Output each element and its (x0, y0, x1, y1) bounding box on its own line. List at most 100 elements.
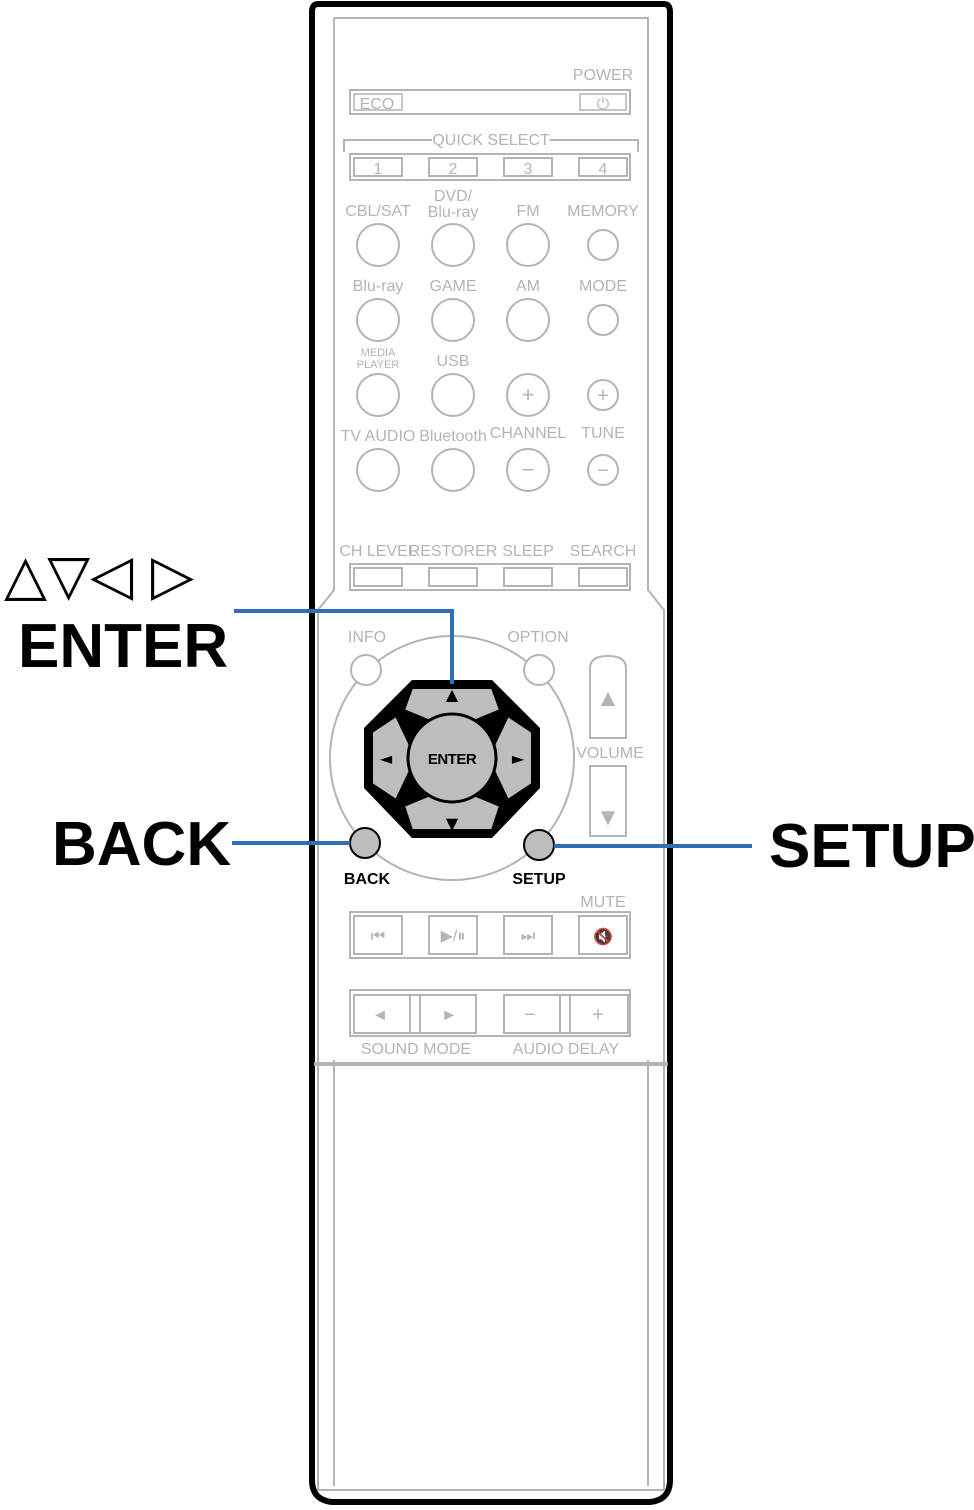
quick-select-2-button[interactable] (428, 157, 478, 177)
quick-select-label: QUICK SELECT (432, 132, 550, 149)
tv-audio-label: TV AUDIO (341, 428, 416, 445)
quick-select-buttons: 1 2 3 4 (353, 157, 628, 178)
dvd-label-line2: Blu-ray (428, 204, 479, 221)
tune-minus-icon: − (597, 460, 609, 482)
audio-delay-minus-icon: − (524, 1004, 536, 1026)
search-label: SEARCH (570, 543, 637, 560)
sleep-label: SLEEP (502, 543, 554, 560)
media-player-button[interactable] (356, 373, 400, 417)
arrow-right-icon: ► (512, 749, 525, 768)
quick-select-3-button[interactable] (503, 157, 553, 177)
audio-delay-label: AUDIO DELAY (513, 1041, 620, 1058)
remote-inner-outline (317, 17, 665, 1491)
channel-down-button[interactable] (506, 448, 550, 492)
info-button[interactable] (350, 654, 382, 686)
quick-select-4-label: 4 (599, 161, 608, 178)
dvd-label-line1: DVD/ (434, 188, 473, 205)
am-button[interactable] (506, 298, 550, 342)
play-pause-icon: ▶/⏸ (441, 928, 466, 945)
setup-button[interactable] (523, 829, 555, 861)
bluetooth-button[interactable] (431, 448, 475, 492)
mode-label: MODE (579, 278, 627, 295)
restorer-button[interactable] (428, 567, 478, 587)
sound-mode-left-icon: ◄ (372, 1007, 388, 1024)
cbl-sat-label: CBL/SAT (345, 203, 411, 220)
audio-delay-plus-icon: + (592, 1004, 604, 1026)
dvd-bluray-button[interactable] (431, 223, 475, 267)
next-button[interactable] (503, 915, 553, 955)
mute-button[interactable] (578, 915, 628, 955)
mute-label: MUTE (580, 894, 625, 911)
back-label: BACK (344, 871, 391, 888)
media-player-label-line2: PLAYER (357, 359, 400, 371)
fm-label: FM (516, 203, 539, 220)
quick-select-3-label: 3 (524, 161, 533, 178)
mute-icon: 🔇 (593, 927, 613, 946)
option-button[interactable] (523, 654, 555, 686)
callout-enter: ENTER (18, 612, 228, 681)
info-label: INFO (348, 629, 386, 646)
dpad-left-button[interactable] (371, 714, 418, 802)
channel-up-button[interactable] (506, 373, 550, 417)
dpad-right-button[interactable] (486, 714, 533, 802)
channel-plus-icon: + (522, 382, 535, 407)
audio-delay-divider (559, 994, 571, 1034)
game-label: GAME (429, 278, 476, 295)
mode-button[interactable] (587, 304, 619, 336)
arrow-left-icon: ◄ (380, 749, 393, 768)
volume-down-icon: ▼ (596, 804, 620, 831)
back-button[interactable] (349, 827, 381, 859)
channel-minus-icon: − (522, 457, 535, 482)
eco-label: ECO (360, 96, 395, 113)
tune-down-button[interactable] (587, 454, 619, 486)
callout-back: BACK (52, 810, 231, 879)
arrow-up-icon: ▲ (446, 685, 459, 704)
sound-mode-divider (409, 994, 421, 1034)
memory-button[interactable] (587, 229, 619, 261)
bluetooth-label: Bluetooth (419, 428, 487, 445)
bluray-button[interactable] (356, 298, 400, 342)
enter-leader-line (234, 609, 454, 684)
search-button[interactable] (578, 567, 628, 587)
quick-select-1-button[interactable] (353, 157, 403, 177)
memory-label: MEMORY (567, 203, 639, 220)
next-icon: ⏭ (521, 928, 535, 945)
callout-arrows: △▽◁ ▷ (4, 543, 194, 608)
quick-select-2-label: 2 (449, 161, 458, 178)
tv-audio-button[interactable] (356, 448, 400, 492)
tune-up-button[interactable] (587, 379, 619, 411)
quick-select-1-label: 1 (374, 161, 383, 178)
ch-level-label: CH LEVEL (339, 543, 416, 560)
tune-plus-icon: + (597, 385, 609, 407)
fm-button[interactable] (506, 223, 550, 267)
volume-down-button[interactable] (589, 765, 627, 837)
quick-select-frame (343, 139, 639, 152)
sound-mode-label: SOUND MODE (361, 1041, 471, 1058)
power-button[interactable] (579, 93, 627, 111)
play-pause-button[interactable] (428, 915, 478, 955)
callout-setup: SETUP (769, 812, 974, 881)
eco-button-inner (353, 93, 403, 111)
volume-up-icon: ▲ (596, 685, 620, 712)
enter-button[interactable] (406, 712, 498, 804)
usb-label: USB (437, 353, 470, 370)
setup-label: SETUP (512, 871, 566, 888)
media-player-label-line1: MEDIA (361, 347, 397, 359)
power-icon: ⏻ (597, 96, 610, 113)
option-label: OPTION (507, 629, 568, 646)
sound-mode-right-icon: ► (441, 1007, 457, 1024)
ch-level-button[interactable] (353, 567, 403, 587)
sleep-button[interactable] (503, 567, 553, 587)
tune-label: TUNE (581, 425, 625, 442)
game-button[interactable] (431, 298, 475, 342)
volume-up-button[interactable] (589, 654, 627, 739)
previous-icon: ⏮ (371, 928, 385, 945)
quick-select-4-button[interactable] (578, 157, 628, 177)
cbl-sat-button[interactable] (356, 223, 400, 267)
previous-button[interactable] (353, 915, 403, 955)
am-label: AM (516, 278, 540, 295)
power-label: POWER (573, 67, 633, 84)
usb-button[interactable] (431, 373, 475, 417)
channel-label: CHANNEL (490, 425, 567, 442)
